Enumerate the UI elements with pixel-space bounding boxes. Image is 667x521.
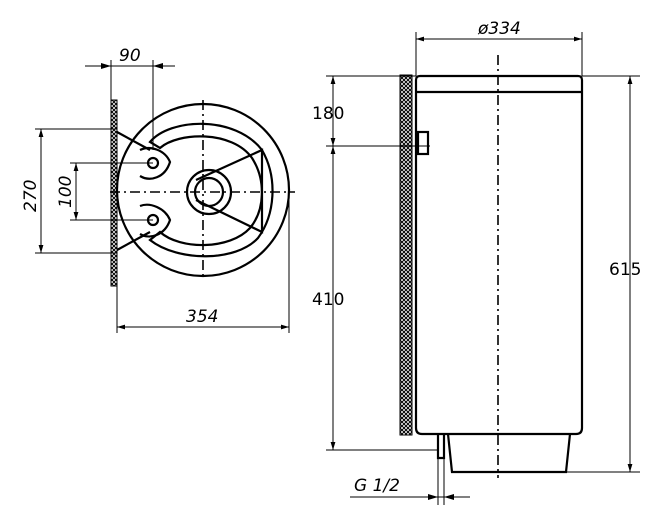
dim-354-label: 354 bbox=[186, 307, 218, 327]
outlet-stub bbox=[416, 130, 430, 156]
mounting-bracket bbox=[195, 148, 264, 234]
dim-90-arrow-left bbox=[101, 63, 111, 69]
dim-100-label: 100 bbox=[56, 176, 76, 208]
pipe-notch-upper bbox=[139, 146, 172, 180]
dim-90-arrow-right bbox=[153, 63, 163, 69]
thread-arrow-right bbox=[444, 494, 454, 500]
dim-90-label: 90 bbox=[119, 46, 141, 66]
thread-label: G 1/2 bbox=[354, 476, 400, 496]
mounting-arm-lower bbox=[116, 231, 151, 251]
tank-bottom-skirt bbox=[446, 433, 572, 474]
dim-615-label: 615 bbox=[609, 260, 641, 280]
dim-410-label: 410 bbox=[312, 290, 344, 310]
side-view: ø334 180 410 615 G 1/2 bbox=[312, 19, 641, 505]
dim-334-label: ø334 bbox=[477, 19, 521, 39]
pipe-notch-lower bbox=[139, 203, 172, 238]
tank-body bbox=[414, 74, 584, 436]
wall-hatching-right bbox=[399, 74, 413, 436]
mounting-arm-upper bbox=[116, 131, 151, 151]
dim-270-label: 270 bbox=[21, 180, 41, 212]
thread-arrow-left bbox=[428, 494, 438, 500]
top-view: 90 270 100 354 bbox=[21, 46, 295, 333]
inlet-pipe bbox=[436, 434, 446, 460]
dim-180-label: 180 bbox=[312, 104, 344, 124]
inner-chamber bbox=[148, 122, 274, 258]
